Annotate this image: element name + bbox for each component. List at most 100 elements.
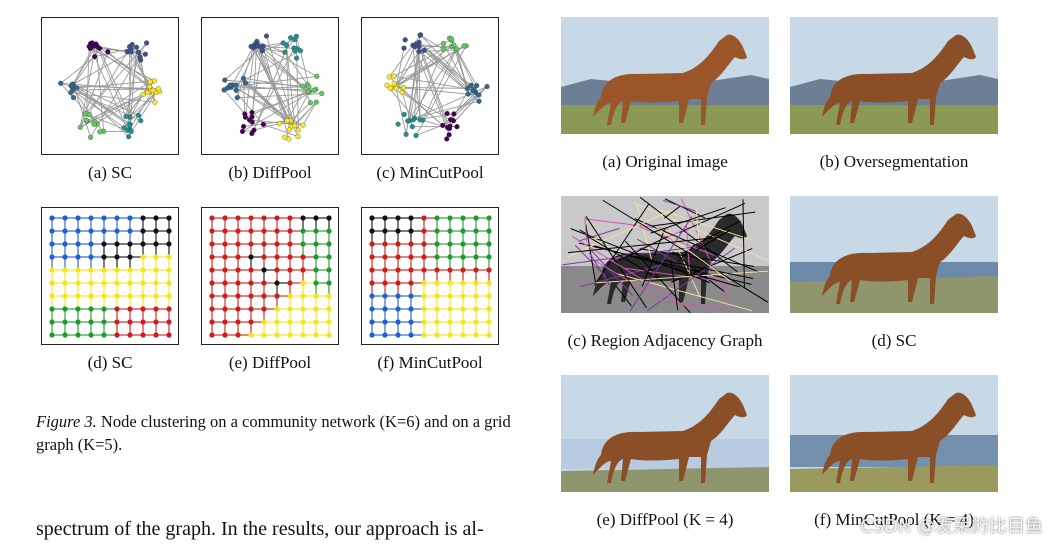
- grid-node: [486, 293, 492, 299]
- grid-node: [153, 215, 159, 221]
- graph-node: [440, 46, 446, 52]
- grid-node: [222, 254, 228, 260]
- grid-node: [300, 306, 306, 312]
- grid-node: [408, 228, 414, 234]
- rag-edge: [679, 202, 746, 234]
- grid-node: [101, 306, 107, 312]
- grid-node: [114, 332, 120, 338]
- grid-node: [313, 332, 319, 338]
- rag-edge: [586, 235, 659, 279]
- graph-edge: [253, 120, 291, 131]
- grid-node: [140, 319, 146, 325]
- rag-edge: [571, 235, 687, 308]
- graph-node: [123, 113, 129, 120]
- graph-node: [413, 41, 419, 47]
- grid-node: [287, 228, 293, 234]
- grid-node: [300, 332, 306, 338]
- grid-node: [460, 267, 466, 273]
- grid-node: [49, 254, 55, 260]
- grid-node: [369, 241, 375, 247]
- grid-node: [75, 267, 81, 273]
- grid-node: [300, 241, 306, 247]
- grid-node: [274, 332, 280, 338]
- grid-node: [222, 241, 228, 247]
- grid-node: [395, 332, 401, 338]
- grid-node: [261, 241, 267, 247]
- grid-node: [49, 267, 55, 273]
- graph-node: [400, 84, 407, 91]
- grid-node: [382, 267, 388, 273]
- grid-node: [101, 267, 107, 273]
- graph-edge: [95, 44, 105, 132]
- graph-node: [484, 84, 490, 90]
- graph-edge: [125, 52, 139, 117]
- grid-node: [261, 332, 267, 338]
- grid-node: [127, 280, 133, 286]
- rag-edge: [595, 270, 768, 284]
- rag-edge: [742, 199, 745, 288]
- grid-node: [261, 254, 267, 260]
- graph-node: [292, 48, 298, 54]
- grid-node: [166, 228, 172, 234]
- grid-node: [235, 241, 241, 247]
- grid-node: [101, 319, 107, 325]
- graph-node: [127, 44, 133, 50]
- grid-node: [473, 241, 479, 247]
- graph-node: [403, 131, 409, 137]
- graph-node: [401, 45, 407, 51]
- caption-a-original-image: (a) Original image: [602, 152, 728, 171]
- grid-node: [274, 254, 280, 260]
- rag-edge: [650, 207, 726, 234]
- graph-node: [127, 123, 133, 129]
- rag-edge: [589, 257, 664, 302]
- graph-edges: [60, 42, 159, 138]
- graph-node: [387, 85, 393, 91]
- graph-node: [233, 87, 239, 93]
- grid-node: [153, 241, 159, 247]
- grid-node: [434, 228, 440, 234]
- grid-node: [382, 241, 388, 247]
- grid-node: [101, 332, 107, 338]
- grid-node: [209, 293, 215, 299]
- graph-edge: [107, 51, 150, 87]
- grid-node: [222, 306, 228, 312]
- rag-edge: [664, 198, 706, 219]
- grid-node: [408, 293, 414, 299]
- grid-node: [408, 280, 414, 286]
- grid-node: [235, 228, 241, 234]
- grid-node: [313, 280, 319, 286]
- grid-node: [88, 280, 94, 286]
- grid-node: [460, 293, 466, 299]
- grass: [790, 276, 998, 313]
- grid-node: [395, 254, 401, 260]
- caption-c-rag: (c) Region Adjacency Graph: [567, 331, 763, 350]
- graph-edge: [72, 88, 159, 91]
- rag-edge: [633, 201, 768, 261]
- grid-node: [395, 319, 401, 325]
- panel-sc-grid: [41, 207, 179, 345]
- graph-node: [440, 40, 446, 46]
- grid-node: [313, 228, 319, 234]
- grid-node: [261, 280, 267, 286]
- grid-node: [287, 267, 293, 273]
- grid-node: [313, 241, 319, 247]
- graph-edge: [290, 91, 310, 127]
- graph-node: [284, 118, 290, 124]
- grid-node: [408, 306, 414, 312]
- rag-edge: [695, 229, 731, 251]
- grid-node: [75, 241, 81, 247]
- image-oversegmentation: [790, 17, 998, 134]
- grid-node: [62, 306, 68, 312]
- grid-node: [153, 306, 159, 312]
- rag-edge: [634, 218, 760, 273]
- grid-node: [49, 280, 55, 286]
- graph-node: [311, 87, 317, 93]
- grid-node: [248, 241, 254, 247]
- grid-node: [369, 228, 375, 234]
- grid-node: [88, 267, 94, 273]
- grid-node: [274, 319, 280, 325]
- grid-node: [434, 306, 440, 312]
- grid-node: [235, 306, 241, 312]
- graph-node: [97, 129, 103, 135]
- grid-node: [261, 267, 267, 273]
